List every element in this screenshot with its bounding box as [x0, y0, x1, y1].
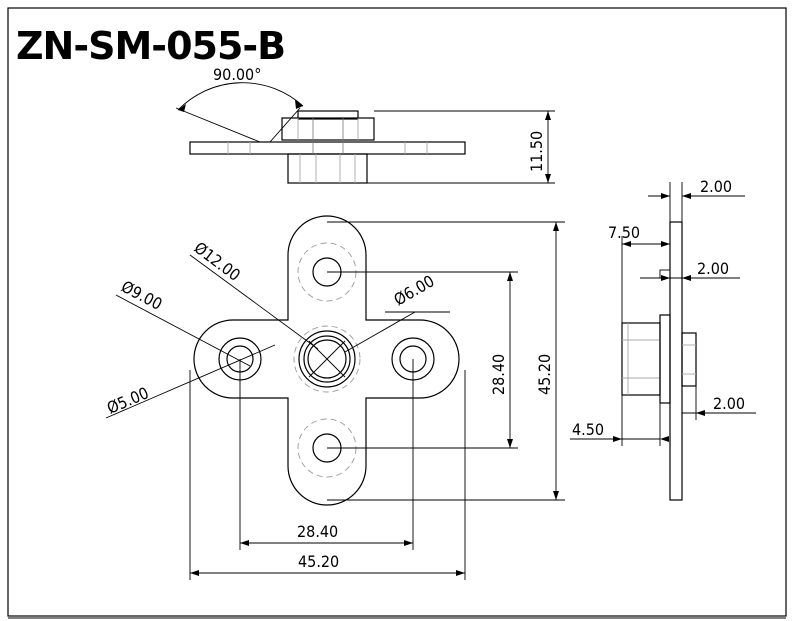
vtotal-label: 45.20 — [535, 354, 554, 395]
part-number-title: ZN-SM-055-B — [16, 24, 285, 68]
side-view: 2.00 7.50 2.00 2.00 4.50 — [570, 177, 756, 501]
htotal-label: 45.20 — [298, 552, 339, 571]
angle-label: 90.00° — [213, 65, 261, 84]
drawing-frame — [7, 7, 787, 617]
dia6-label: Ø6.00 — [391, 271, 438, 309]
top-elevation-view: 90.00° 11.50 — [175, 65, 555, 184]
side-boss-label: 4.50 — [572, 420, 604, 439]
side-low-thickness-label: 2.00 — [713, 394, 745, 413]
side-offset-label: 7.50 — [608, 223, 640, 242]
dia5-label: Ø5.00 — [104, 383, 151, 417]
plan-view: Ø12.00 Ø9.00 Ø6.00 Ø5.00 28.40 45.20 28.… — [104, 215, 565, 580]
hspacing-label: 28.40 — [297, 522, 338, 541]
side-top-thickness-label: 2.00 — [700, 177, 732, 196]
side-mid-thickness-label: 2.00 — [697, 259, 729, 278]
vspacing-label: 28.40 — [489, 354, 508, 395]
height-label: 11.50 — [527, 131, 546, 172]
